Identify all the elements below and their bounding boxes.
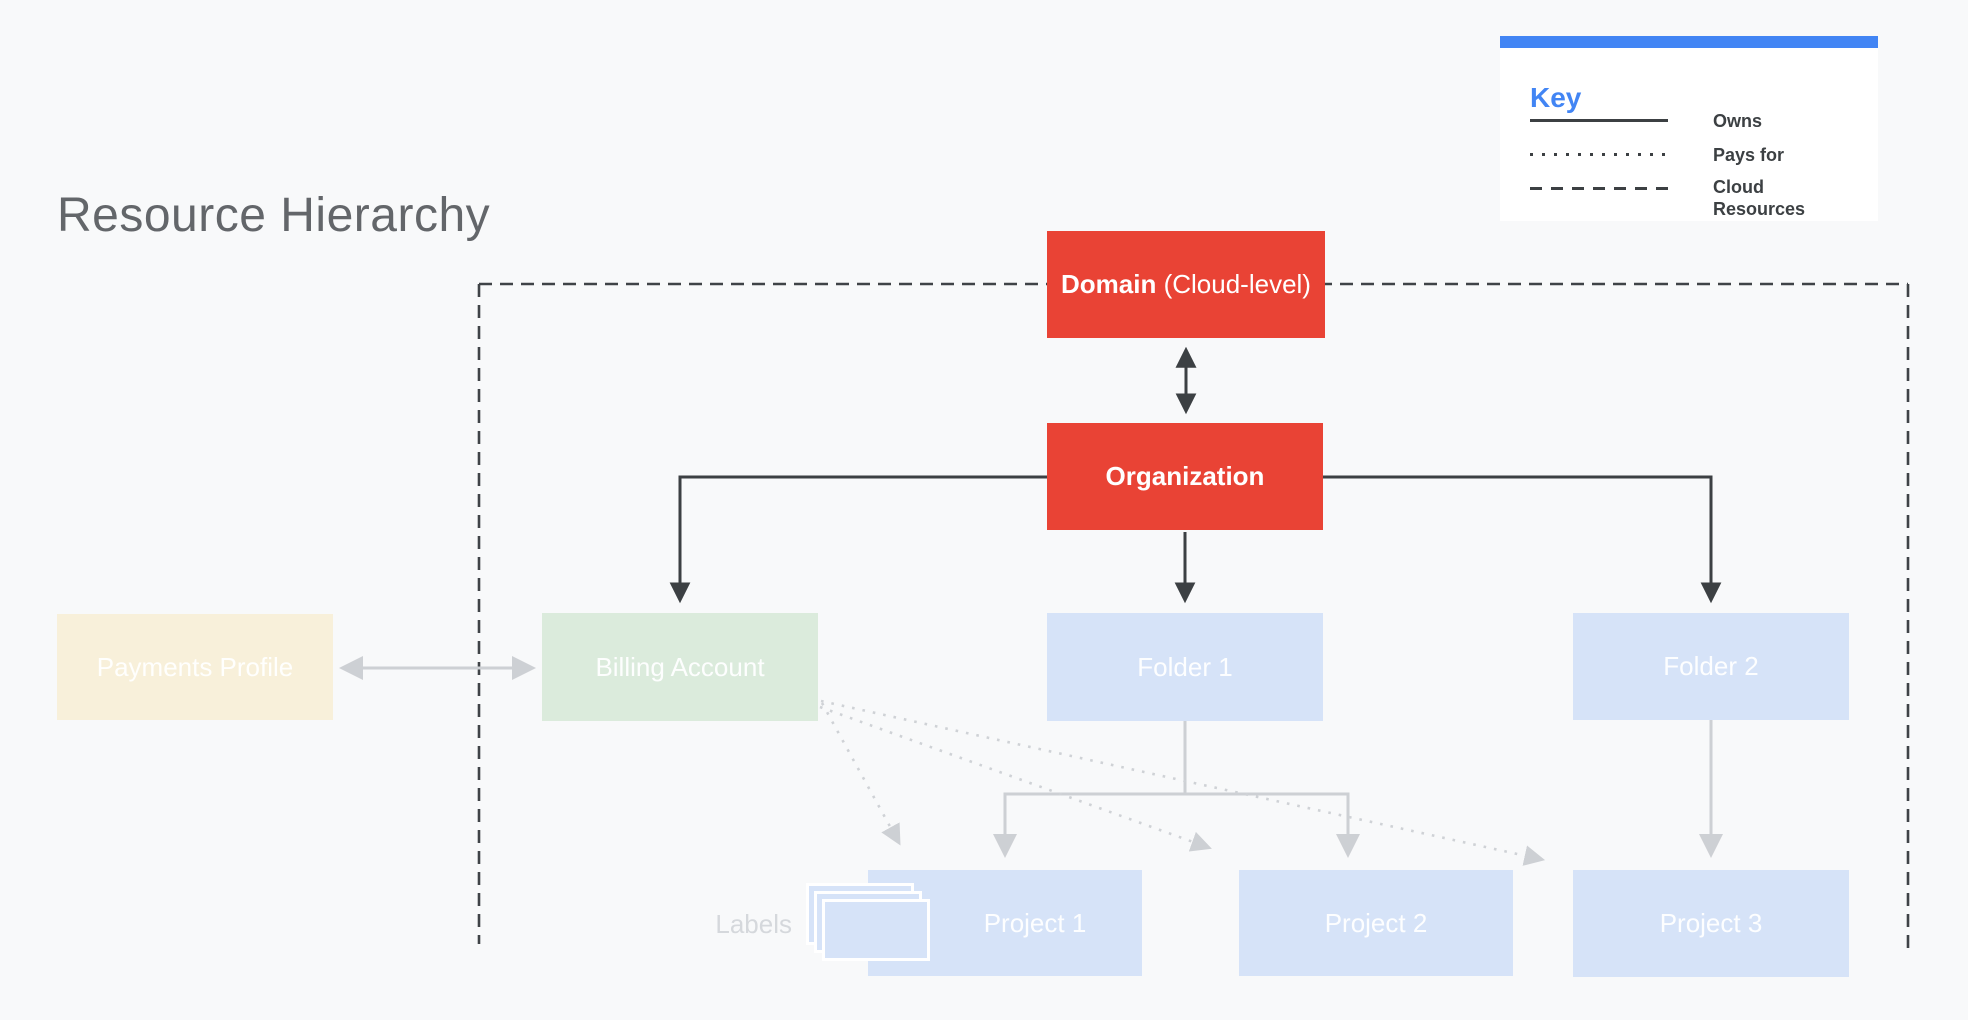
- pays-for-line-sample: [1530, 153, 1668, 156]
- domain-label-bold: Domain: [1061, 269, 1157, 299]
- node-domain: Domain (Cloud-level): [1047, 231, 1325, 338]
- node-organization: Organization: [1047, 423, 1323, 530]
- owns-connectors: [669, 346, 1722, 604]
- project-2-label: Project 2: [1324, 907, 1428, 938]
- legend-key-card: Key Owns Pays for Cloud Resources: [1500, 36, 1878, 221]
- domain-label-rest: (Cloud-level): [1156, 269, 1311, 299]
- node-billing-account: Billing Account: [542, 613, 818, 721]
- owns-line-sample: [1530, 119, 1668, 122]
- node-project-2: Project 2: [1239, 870, 1513, 976]
- node-folder-2: Folder 2: [1573, 613, 1849, 720]
- labels-caption: Labels: [715, 909, 792, 939]
- billing-account-label: Billing Account: [595, 651, 765, 682]
- project-1-label: Project 1: [983, 907, 1087, 938]
- legend-title: Key: [1530, 82, 1582, 113]
- legend-label-owns: Owns: [1713, 111, 1763, 131]
- page-title: Resource Hierarchy: [57, 189, 491, 242]
- pays-for-dotted-connectors: [819, 699, 1546, 866]
- faded-owns-connectors: [339, 656, 1723, 858]
- node-payments-profile: Payments Profile: [57, 614, 333, 720]
- cloud-resources-line-sample: [1530, 187, 1668, 190]
- labels-icon: [822, 899, 930, 961]
- node-folder-1: Folder 1: [1047, 613, 1323, 721]
- legend-label-pays-for: Pays for: [1713, 145, 1785, 165]
- folder-2-label: Folder 2: [1663, 651, 1759, 681]
- node-project-3: Project 3: [1573, 870, 1849, 977]
- legend-label-cloud-resources: Cloud Resources: [1713, 177, 1806, 219]
- legend-top-bar: [1500, 36, 1878, 48]
- folder-1-label: Folder 1: [1137, 651, 1233, 682]
- payments-profile-label: Payments Profile: [96, 651, 294, 682]
- project-3-label: Project 3: [1659, 908, 1763, 938]
- organization-label: Organization: [1105, 461, 1265, 491]
